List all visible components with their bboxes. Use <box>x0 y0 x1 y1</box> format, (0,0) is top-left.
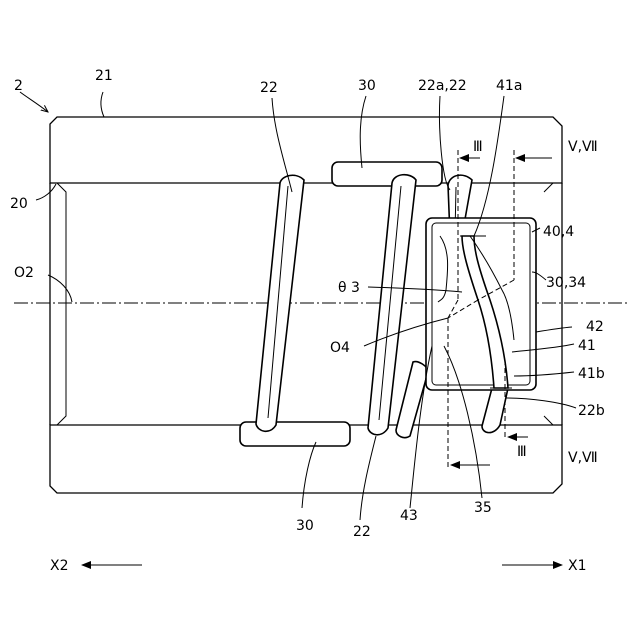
label-direction-x1: X1 <box>568 558 587 574</box>
label-ref-o4: O4 <box>330 340 350 356</box>
label-ref-21: 21 <box>95 68 113 84</box>
label-ref-o2: O2 <box>14 265 34 281</box>
label-theta3: θ 3 <box>338 280 360 296</box>
label-ref-41: 41 <box>578 338 596 354</box>
label-ref-22-left: 22 <box>260 80 278 96</box>
label-ref-22b: 22b <box>578 403 605 419</box>
coil-turn-4-lower <box>482 388 508 433</box>
label-v-vii-bottom: Ⅴ,Ⅶ <box>568 450 598 466</box>
label-ref-2: 2 <box>14 78 23 94</box>
bore-left-chamfer <box>57 183 66 425</box>
label-ref-41a: 41a <box>496 78 522 94</box>
label-ref-22-bottom: 22 <box>353 524 371 540</box>
label-iii-top: Ⅲ <box>473 139 483 155</box>
label-ref-41b: 41b <box>578 366 605 382</box>
label-direction-x2: X2 <box>50 558 69 574</box>
label-ref-22a-22: 22a,22 <box>418 78 467 94</box>
label-ref-42: 42 <box>586 319 604 335</box>
label-ref-35: 35 <box>474 500 492 516</box>
bore-right-chamfer-bottom <box>544 416 553 425</box>
label-ref-30-bottom: 30 <box>296 518 314 534</box>
groove-pad-top <box>332 162 442 186</box>
label-ref-30-top: 30 <box>358 78 376 94</box>
label-ref-40-4: 40,4 <box>543 224 574 240</box>
label-ref-43: 43 <box>400 508 418 524</box>
bore-right-chamfer-top <box>544 183 553 192</box>
coil-turn-3-lower <box>396 362 428 438</box>
label-ref-20: 20 <box>10 196 28 212</box>
label-iii-bottom: Ⅲ <box>517 444 527 460</box>
label-v-vii-top: Ⅴ,Ⅶ <box>568 139 598 155</box>
housing-top-wall <box>50 117 562 183</box>
label-ref-30-34: 30,34 <box>546 275 586 291</box>
